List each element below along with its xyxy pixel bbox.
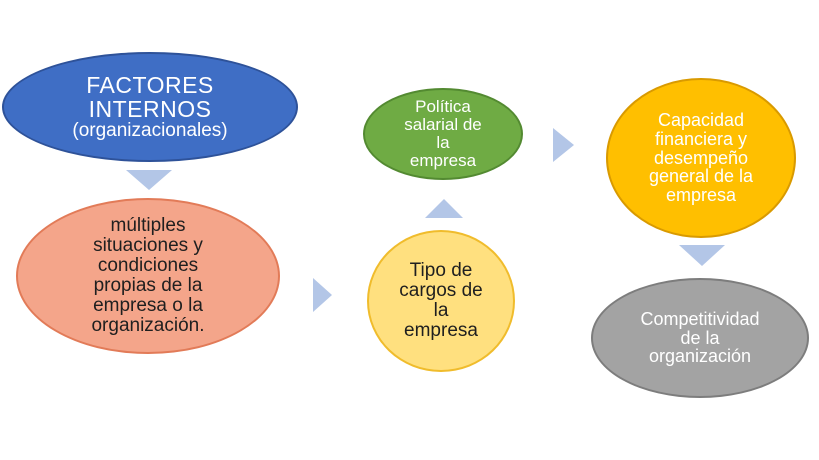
node-multiples-line: empresa o la <box>93 294 203 316</box>
node-factores-line3: (organizacionales) <box>72 120 228 142</box>
arrow-down-icon <box>679 245 725 266</box>
node-multiples-line: organización. <box>91 314 205 336</box>
node-politica-line: la <box>436 133 450 152</box>
node-factores-line2: INTERNOS <box>88 96 212 123</box>
node-capacidad-line: empresa <box>665 185 737 206</box>
arrow-up-icon <box>425 199 463 218</box>
arrow-right-icon <box>313 278 332 312</box>
node-multiples-line: situaciones y <box>93 235 203 257</box>
node-competitividad-line: Competitividad <box>640 308 760 329</box>
node-politica-line: empresa <box>409 150 477 170</box>
node-multiples-situaciones: múltiples situaciones y condiciones prop… <box>16 198 280 354</box>
node-politica-line: Política <box>415 97 471 117</box>
node-capacidad-line: desempeño <box>653 147 749 168</box>
node-tipo-line: la <box>433 300 449 321</box>
node-tipo-de-cargos: Tipo de cargos de la empresa <box>367 230 515 372</box>
node-multiples-line: múltiples <box>110 215 186 237</box>
node-capacidad-line: Capacidad <box>657 109 745 130</box>
node-tipo-line: cargos de <box>399 280 483 302</box>
arrow-down-icon <box>126 170 172 190</box>
node-tipo-line: Tipo de <box>409 260 473 282</box>
node-multiples-line: propias de la <box>93 275 203 296</box>
node-competitividad-line: de la <box>680 327 720 348</box>
node-capacidad-line: general de la <box>648 166 754 187</box>
node-competitividad: Competitividad de la organización <box>591 278 809 398</box>
node-politica-salarial: Política salarial de la empresa <box>363 88 523 180</box>
node-multiples-line: condiciones <box>97 255 199 277</box>
node-factores-line1: FACTORES <box>86 71 214 98</box>
node-tipo-line: empresa <box>404 319 478 341</box>
node-capacidad-financiera: Capacidad financiera y desempeño general… <box>606 78 796 238</box>
node-capacidad-line: financiera y <box>654 128 748 149</box>
node-politica-line: salarial de <box>404 115 482 135</box>
node-competitividad-line: organización <box>648 346 752 367</box>
arrow-right-icon <box>553 128 574 162</box>
node-factores-internos: FACTORES INTERNOS (organizacionales) <box>2 52 298 162</box>
